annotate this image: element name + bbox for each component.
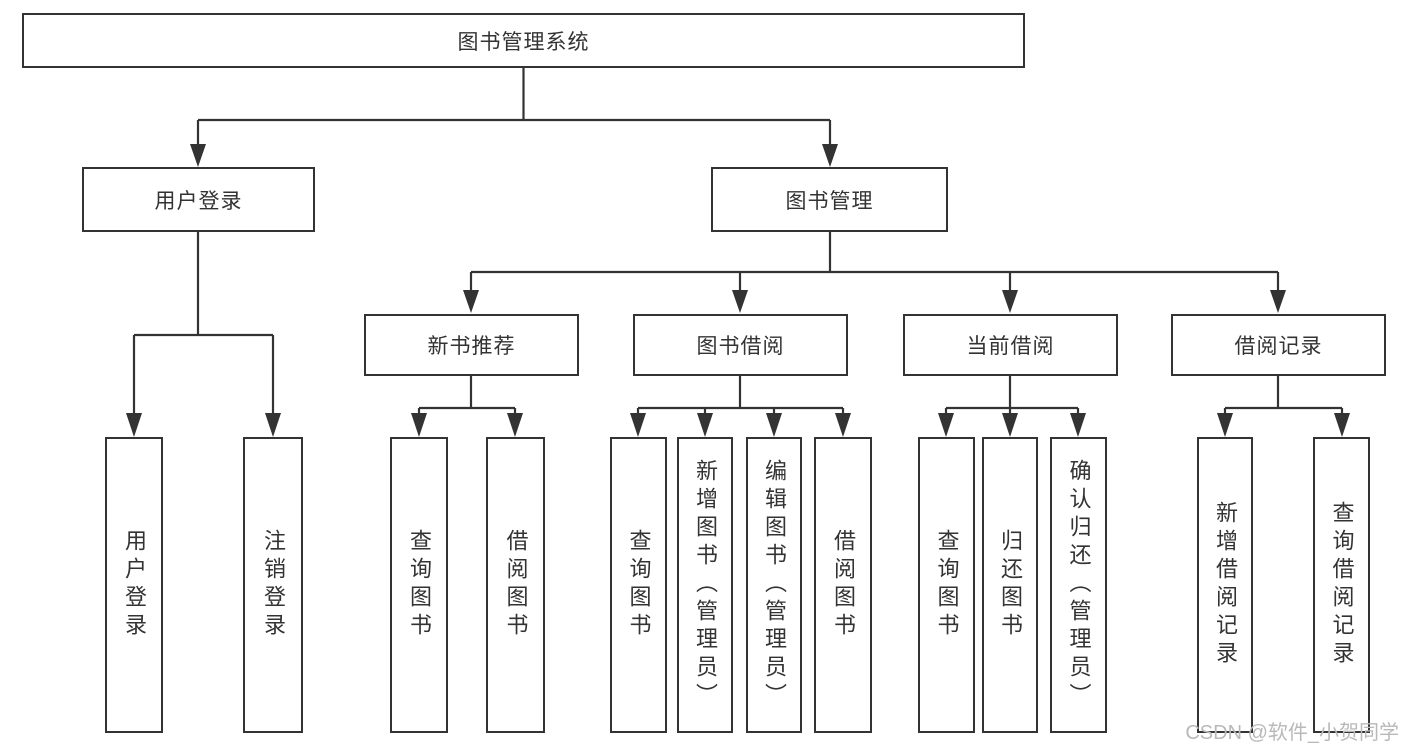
- arrow-down-icon: [1002, 413, 1018, 437]
- arrow-down-icon: [1070, 413, 1086, 437]
- arrow-down-icon: [411, 413, 427, 437]
- arrow-down-icon: [1002, 290, 1018, 313]
- arrow-down-icon: [265, 413, 281, 437]
- leaf-nbr-query-books: 查询图书: [390, 437, 448, 733]
- arrow-down-icon: [732, 290, 748, 313]
- leaf-bb-borrow-books: 借阅图书: [814, 437, 872, 733]
- node-new-book-recommendation: 新书推荐: [364, 314, 579, 376]
- arrow-down-icon: [1217, 413, 1233, 437]
- arrow-down-icon: [822, 144, 838, 167]
- leaf-nbr-borrow-books: 借阅图书: [486, 437, 545, 733]
- node-book-borrowing: 图书借阅: [633, 314, 848, 376]
- arrow-down-icon: [126, 413, 142, 437]
- arrow-down-icon: [766, 413, 782, 437]
- arrow-down-icon: [463, 290, 479, 313]
- arrow-down-icon: [938, 413, 954, 437]
- arrow-down-icon: [630, 413, 646, 437]
- node-user-login: 用户登录: [82, 167, 315, 232]
- arrow-down-icon: [507, 413, 523, 437]
- leaf-bb-edit-books-admin: 编辑图书（管理员）: [746, 437, 802, 733]
- leaf-logout: 注销登录: [243, 437, 303, 733]
- watermark: CSDN @软件_小贺同学: [1185, 722, 1399, 744]
- node-current-borrowing: 当前借阅: [903, 314, 1118, 376]
- arrow-down-icon: [1270, 290, 1286, 313]
- node-book-management: 图书管理: [711, 167, 948, 232]
- arrow-down-icon: [1334, 413, 1350, 437]
- node-root: 图书管理系统: [22, 13, 1025, 68]
- leaf-bb-add-books-admin: 新增图书（管理员）: [677, 437, 733, 733]
- leaf-br-query-borrow-record: 查询借阅记录: [1313, 437, 1370, 733]
- leaf-cb-return-books: 归还图书: [982, 437, 1038, 733]
- leaf-cb-confirm-return-admin: 确认归还（管理员）: [1050, 437, 1107, 733]
- arrow-down-icon: [697, 413, 713, 437]
- leaf-user-login: 用户登录: [105, 437, 163, 733]
- arrow-down-icon: [835, 413, 851, 437]
- leaf-cb-query-books: 查询图书: [918, 437, 975, 733]
- leaf-br-add-borrow-record: 新增借阅记录: [1197, 437, 1253, 733]
- node-borrowing-records: 借阅记录: [1171, 314, 1386, 376]
- leaf-bb-query-books: 查询图书: [610, 437, 667, 733]
- arrow-down-icon: [190, 144, 206, 167]
